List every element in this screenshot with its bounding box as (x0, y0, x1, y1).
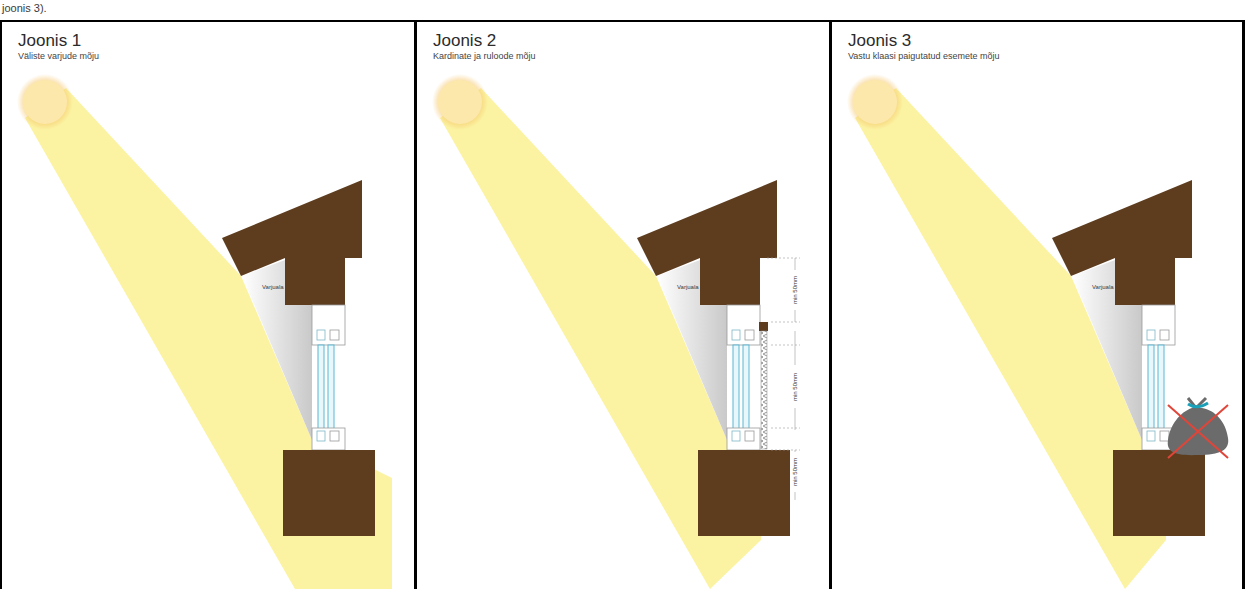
figure-title: Joonis 3 (848, 32, 1242, 51)
figure-title: Joonis 2 (433, 32, 830, 51)
figure-panel: Joonis 1Väliste varjude mõju (0, 20, 415, 589)
shadow-label: Varjuala (677, 284, 699, 290)
dimension-label: min 50mm (792, 458, 798, 486)
figure-panel: Joonis 3Vastu klaasi paigutatud esemete … (829, 20, 1245, 589)
figure-subtitle: Kardinate ja ruloode mõju (433, 51, 830, 62)
figure-panel: Joonis 2Kardinate ja ruloode mõju (414, 20, 830, 589)
text-fragment: joonis 3). (2, 3, 47, 14)
shadow-label: Varjuala (1092, 284, 1114, 290)
figure-subtitle: Väliste varjude mõju (18, 51, 415, 62)
dimension-label: min 50mm (792, 373, 798, 401)
figure-subtitle: Vastu klaasi paigutatud esemete mõju (848, 51, 1242, 62)
figure-title: Joonis 1 (18, 32, 415, 51)
shadow-label: Varjuala (262, 284, 284, 290)
dimension-label: min 50mm (792, 276, 798, 304)
